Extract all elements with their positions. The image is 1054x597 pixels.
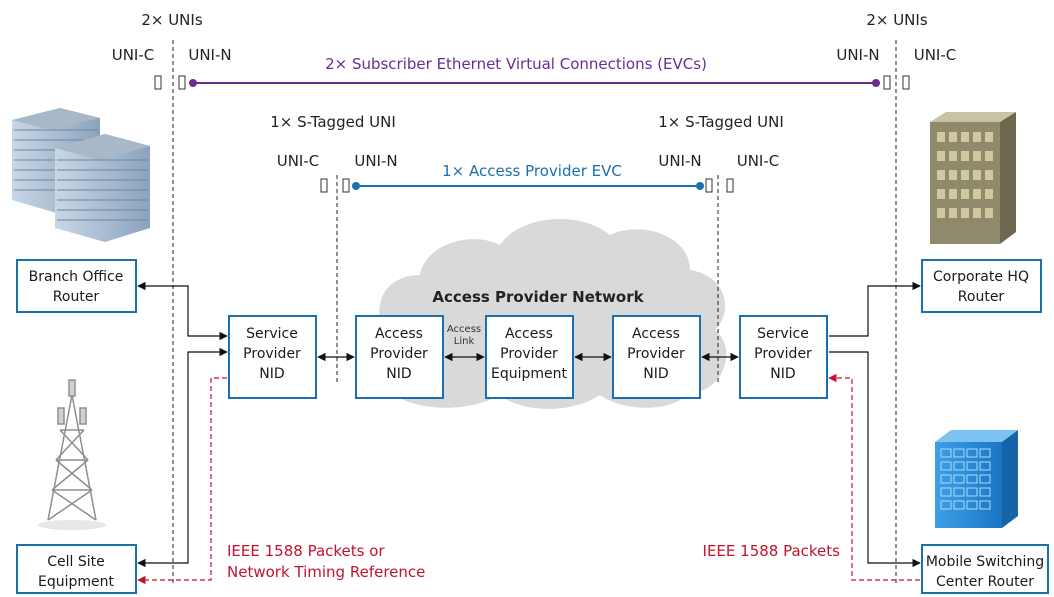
ap-equipment-box: [485, 315, 574, 399]
ap-right-line2: Provider: [627, 346, 685, 362]
ieee-left-line2: Network Timing Reference: [227, 563, 425, 581]
access-evc-line: [320, 178, 734, 193]
mobile-switching-building-icon: [935, 430, 1018, 528]
top-right-uni-c: UNI-C: [914, 46, 957, 64]
branch-line2: Router: [53, 289, 100, 305]
access-link-line2: Link: [454, 336, 475, 347]
ap-nid-left-box: [355, 315, 444, 399]
corp-line2: Router: [958, 289, 1005, 305]
corporate-hq-router-box: [921, 259, 1042, 313]
top-right-uni-n: UNI-N: [836, 46, 879, 64]
connector-lines: [137, 281, 921, 568]
mid-right-uni-n: UNI-N: [658, 152, 701, 170]
corporate-building-icon: [930, 112, 1016, 244]
ap-left-line1: Access: [375, 326, 423, 342]
msc-router-box: [921, 544, 1049, 594]
cell-site-equipment-box: [16, 544, 137, 594]
ap-equip-line3: Equipment: [491, 366, 568, 382]
sp-right-line3: NID: [770, 366, 795, 382]
ap-right-line3: NID: [643, 366, 668, 382]
corp-line1: Corporate HQ: [933, 269, 1029, 285]
subscriber-evc-label: 2× Subscriber Ethernet Virtual Connectio…: [325, 55, 707, 73]
ieee-left-line1: IEEE 1588 Packets or: [227, 542, 385, 560]
ap-nid-right-box: [612, 315, 701, 399]
top-right-unis: 2× UNIs: [866, 11, 928, 29]
sp-left-line3: NID: [259, 366, 284, 382]
top-left-uni-c: UNI-C: [112, 46, 155, 64]
sp-right-line2: Provider: [754, 346, 812, 362]
msc-line2: Center Router: [936, 574, 1034, 590]
ap-left-line3: NID: [386, 366, 411, 382]
mid-left-uni-c: UNI-C: [277, 152, 320, 170]
branch-line1: Branch Office: [29, 269, 124, 285]
ap-left-line2: Provider: [370, 346, 428, 362]
sp-left-line1: Service: [246, 326, 298, 342]
ieee-right-label: IEEE 1588 Packets: [703, 542, 841, 560]
uni-divider-lines: [172, 40, 897, 585]
subscriber-evc-line: [154, 75, 910, 90]
sp-right-line1: Service: [757, 326, 809, 342]
ap-equip-line2: Provider: [500, 346, 558, 362]
cell-line1: Cell Site: [47, 554, 105, 570]
msc-line1: Mobile Switching: [926, 554, 1044, 570]
mid-left-uni-n: UNI-N: [354, 152, 397, 170]
ap-equip-line1: Access: [505, 326, 553, 342]
sp-nid-right-box: [739, 315, 828, 399]
sp-left-line2: Provider: [243, 346, 301, 362]
cell-line2: Equipment: [38, 574, 115, 590]
timing-lines: [137, 373, 920, 585]
top-left-unis: 2× UNIs: [141, 11, 203, 29]
s-tagged-left: 1× S-Tagged UNI: [270, 113, 396, 131]
office-buildings-icon: [12, 108, 150, 242]
top-left-uni-n: UNI-N: [188, 46, 231, 64]
access-evc-label: 1× Access Provider EVC: [442, 162, 622, 180]
s-tagged-right: 1× S-Tagged UNI: [658, 113, 784, 131]
mid-right-uni-c: UNI-C: [737, 152, 780, 170]
access-link-line1: Access: [447, 324, 481, 335]
branch-office-router-box: [16, 259, 137, 313]
sp-nid-left-box: [228, 315, 317, 399]
cell-tower-icon: [38, 379, 106, 530]
ap-right-line1: Access: [632, 326, 680, 342]
network-title: Access Provider Network: [432, 288, 644, 306]
